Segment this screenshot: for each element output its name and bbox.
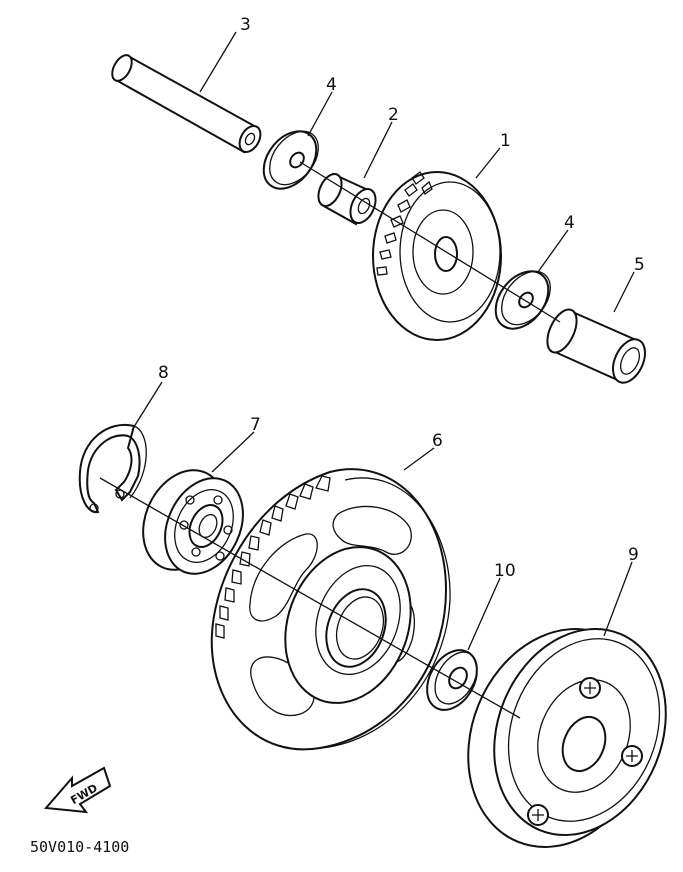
- diagram-code: 50V010-4100: [30, 838, 129, 856]
- forward-arrow-icon: FWD: [43, 766, 112, 814]
- label-part-2: 2: [388, 105, 399, 125]
- axis-line-upper: [299, 161, 561, 323]
- leader-lines: [131, 31, 635, 651]
- bushing-part-2: [317, 172, 377, 226]
- idler-gear-part-1: [372, 171, 502, 341]
- shaft-part-3: [111, 54, 262, 154]
- label-part-6: 6: [432, 431, 443, 451]
- clutch-part-9: [467, 628, 667, 848]
- label-part-1: 1: [500, 131, 511, 151]
- label-part-10: 10: [494, 561, 516, 581]
- part-number-labels: 3 4 2 1 4 5 8 7 6 10 9: [158, 15, 645, 581]
- axis-line-lower: [99, 477, 521, 719]
- label-part-4-lower: 4: [564, 213, 575, 233]
- circlip-part-8: [78, 423, 147, 514]
- label-part-4-upper: 4: [326, 75, 337, 95]
- label-part-3: 3: [240, 15, 251, 35]
- label-part-5: 5: [634, 255, 645, 275]
- washer-part-10: [426, 649, 478, 711]
- washer-part-4-upper: [262, 130, 319, 190]
- label-part-8: 8: [158, 363, 169, 383]
- sleeve-part-5: [546, 308, 646, 384]
- label-part-7: 7: [250, 415, 261, 435]
- label-part-9: 9: [628, 545, 639, 565]
